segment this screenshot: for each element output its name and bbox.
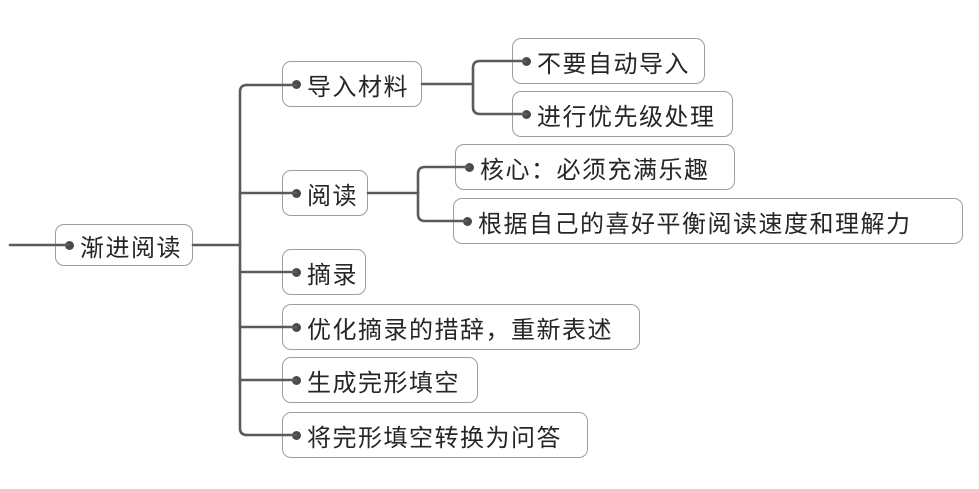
node-label: 根据自己的喜好平衡阅读速度和理解力 — [478, 210, 912, 238]
node-excerpt[interactable]: 摘录 — [282, 249, 366, 295]
node-label: 不要自动导入 — [537, 50, 690, 78]
node-label: 摘录 — [307, 261, 358, 289]
node-label: 进行优先级处理 — [537, 103, 716, 131]
node-bullet-icon — [522, 56, 531, 66]
node-root[interactable]: 渐进阅读 — [55, 224, 193, 266]
node-label: 导入材料 — [307, 73, 409, 101]
node-label: 渐进阅读 — [80, 234, 182, 262]
node-bullet-icon — [463, 216, 472, 226]
node-bullet-icon — [292, 322, 301, 332]
connector-main-trunk — [238, 83, 249, 437]
node-bullet-icon — [292, 375, 301, 385]
node-cloze-to-qa[interactable]: 将完形填空转换为问答 — [282, 412, 588, 458]
node-prioritize[interactable]: 进行优先级处理 — [512, 91, 733, 137]
node-core-fun[interactable]: 核心：必须充满乐趣 — [455, 144, 735, 190]
node-bullet-icon — [292, 188, 301, 198]
node-bullet-icon — [292, 267, 301, 277]
node-label: 优化摘录的措辞，重新表述 — [307, 316, 613, 344]
node-generate-cloze[interactable]: 生成完形填空 — [282, 357, 478, 403]
node-rephrase-excerpt[interactable]: 优化摘录的措辞，重新表述 — [282, 304, 640, 350]
node-reading[interactable]: 阅读 — [282, 170, 368, 216]
node-bullet-icon — [522, 109, 531, 119]
node-label: 将完形填空转换为问答 — [307, 424, 562, 452]
node-bullet-icon — [292, 430, 301, 440]
node-bullet-icon — [292, 79, 301, 89]
node-no-auto-import[interactable]: 不要自动导入 — [512, 38, 705, 84]
node-label: 核心：必须充满乐趣 — [480, 156, 710, 184]
node-import-material[interactable]: 导入材料 — [282, 61, 422, 107]
node-label: 生成完形填空 — [307, 369, 460, 397]
node-label: 阅读 — [307, 182, 358, 210]
node-bullet-icon — [65, 240, 74, 250]
node-balance-speed-comprehension[interactable]: 根据自己的喜好平衡阅读速度和理解力 — [453, 198, 963, 244]
node-bullet-icon — [465, 162, 474, 172]
